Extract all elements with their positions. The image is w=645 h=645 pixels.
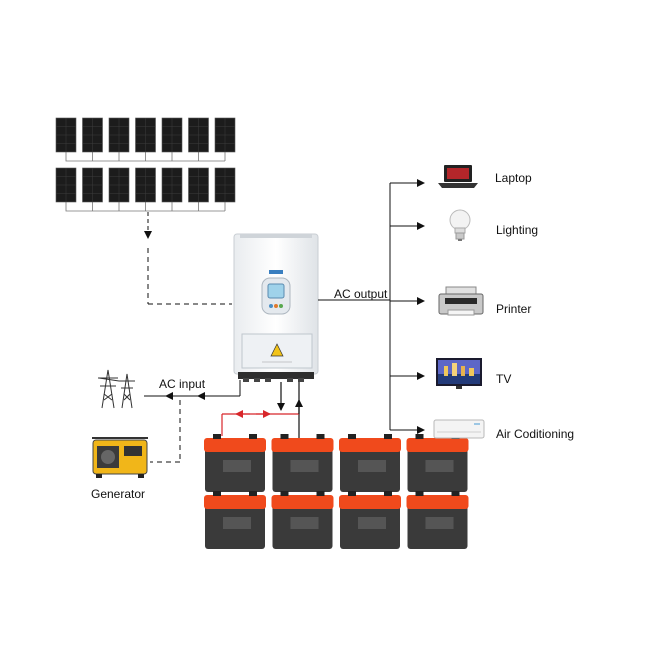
solar-panel-icon — [161, 117, 183, 153]
generator-icon — [92, 437, 148, 478]
ac-input-label: AC input — [159, 377, 206, 391]
solar-panel-icon — [188, 167, 209, 203]
solar-panel-icon — [214, 167, 236, 203]
solar-panel-icon — [55, 167, 77, 203]
solar-panel-icon — [188, 117, 209, 153]
load-label-tv: TV — [496, 372, 512, 386]
solar-panel-icon — [108, 117, 130, 153]
solar-panel-icon — [135, 167, 156, 203]
battery-bank — [204, 434, 469, 549]
ac-output-label: AC output — [334, 287, 388, 301]
ac-output-bus — [318, 179, 425, 434]
battery-icon — [406, 491, 469, 549]
ac-input-line — [144, 380, 241, 463]
laptop-icon — [438, 165, 478, 188]
printer-icon — [438, 286, 484, 316]
battery-icon — [204, 491, 266, 549]
solar-to-inverter-line — [144, 212, 232, 305]
solar-panel-icon — [55, 117, 77, 153]
battery-icon — [204, 434, 266, 492]
solar-panel-icon — [214, 117, 236, 153]
load-label-air-conditioning: Air Coditioning — [496, 427, 575, 441]
battery-icon — [339, 491, 401, 549]
load-label-printer: Printer — [496, 302, 532, 316]
solar-panel-icon — [135, 117, 156, 153]
utility-grid-icon — [98, 369, 135, 409]
air-conditioner-icon — [433, 419, 485, 439]
generator-label: Generator — [91, 487, 146, 501]
battery-icon — [339, 434, 401, 492]
load-label-lighting: Lighting — [496, 223, 539, 237]
light-bulb-icon — [449, 209, 471, 241]
solar-panel-icon — [82, 167, 103, 203]
panel-bus-line — [65, 152, 226, 162]
load-label-laptop: Laptop — [495, 171, 532, 185]
battery-icon — [406, 434, 469, 492]
battery-icon — [271, 434, 334, 492]
battery-wiring — [221, 382, 303, 438]
panel-bus-line — [65, 202, 226, 212]
solar-panel-icon — [108, 167, 130, 203]
solar-panel-icon — [82, 117, 103, 153]
battery-icon — [271, 491, 334, 549]
solar-array — [55, 117, 236, 212]
tv-icon — [436, 358, 482, 389]
solar-panel-icon — [161, 167, 183, 203]
hybrid-inverter — [233, 233, 319, 382]
